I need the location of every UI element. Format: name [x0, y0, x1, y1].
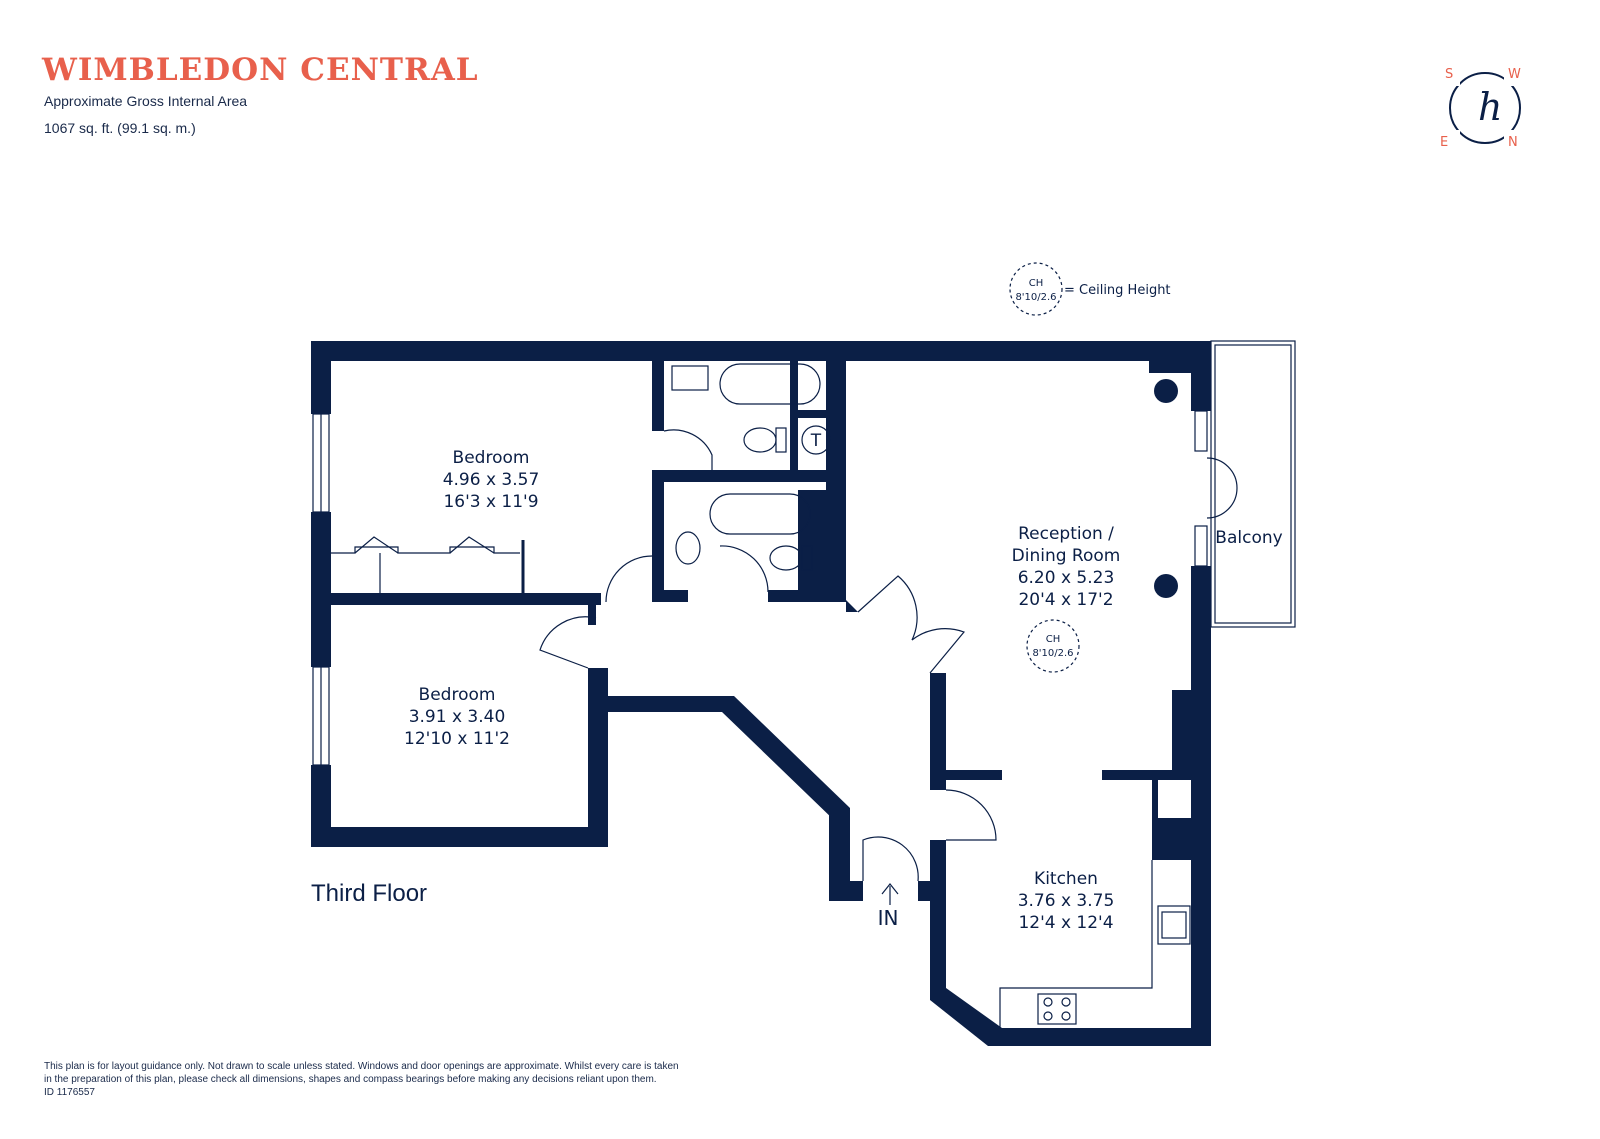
bedroom-2-name: Bedroom	[419, 685, 496, 705]
logo-letter: h	[1478, 85, 1502, 129]
bedroom-1-label: Bedroom 4.96 x 3.57 16'3 x 11'9	[443, 448, 540, 512]
reception-ch: CH	[1046, 634, 1061, 645]
kitchen-metric: 3.76 x 3.75	[1018, 891, 1115, 911]
compass-w: W	[1508, 67, 1521, 82]
legend-label: = Ceiling Height	[1064, 283, 1171, 298]
bedroom-1-name: Bedroom	[453, 448, 530, 468]
legend-ch-value: 8'10/2.6	[1015, 292, 1056, 303]
reception-metric: 6.20 x 5.23	[1018, 568, 1115, 588]
area-value: 1067 sq. ft. (99.1 sq. m.)	[44, 120, 196, 136]
brand-title: WIMBLEDON CENTRAL	[42, 52, 479, 88]
bedroom-2-label: Bedroom 3.91 x 3.40 12'10 x 11'2	[404, 685, 510, 749]
reception-imperial: 20'4 x 17'2	[1018, 590, 1113, 610]
kitchen-name: Kitchen	[1034, 869, 1098, 889]
bedroom-2-imperial: 12'10 x 11'2	[404, 729, 510, 749]
area-label: Approximate Gross Internal Area	[44, 93, 248, 109]
ceiling-height-legend: CH 8'10/2.6 = Ceiling Height	[1015, 278, 1170, 303]
bedroom-1-imperial: 16'3 x 11'9	[443, 492, 538, 512]
compass-n: N	[1508, 135, 1518, 150]
compass-e: E	[1440, 135, 1448, 150]
entrance-label: IN	[878, 906, 899, 930]
disclaimer-line-1: This plan is for layout guidance only. N…	[44, 1061, 679, 1072]
walls	[311, 341, 1211, 1046]
fixtures	[312, 262, 1296, 1028]
bedroom-2-metric: 3.91 x 3.40	[409, 707, 506, 727]
disclaimer-line-2: in the preparation of this plan, please …	[44, 1074, 657, 1085]
compass-s: S	[1445, 67, 1453, 82]
compass-logo-icon: S W E N h	[1438, 64, 1534, 154]
balcony-label: Balcony	[1215, 528, 1282, 548]
legend-ch: CH	[1029, 278, 1044, 289]
kitchen-label: Kitchen 3.76 x 3.75 12'4 x 12'4	[1018, 869, 1115, 933]
kitchen-imperial: 12'4 x 12'4	[1018, 913, 1113, 933]
tank-label: T	[810, 431, 822, 451]
disclaimer-line-3: ID 1176557	[44, 1087, 95, 1098]
reception-label: Reception / Dining Room 6.20 x 5.23 20'4…	[1012, 524, 1121, 659]
reception-ch-value: 8'10/2.6	[1032, 648, 1073, 659]
reception-name-1: Reception /	[1018, 524, 1114, 544]
reception-name-2: Dining Room	[1012, 546, 1121, 566]
floor-name: Third Floor	[311, 880, 428, 907]
disclaimer: This plan is for layout guidance only. N…	[44, 1060, 844, 1099]
bedroom-1-metric: 4.96 x 3.57	[443, 470, 540, 490]
